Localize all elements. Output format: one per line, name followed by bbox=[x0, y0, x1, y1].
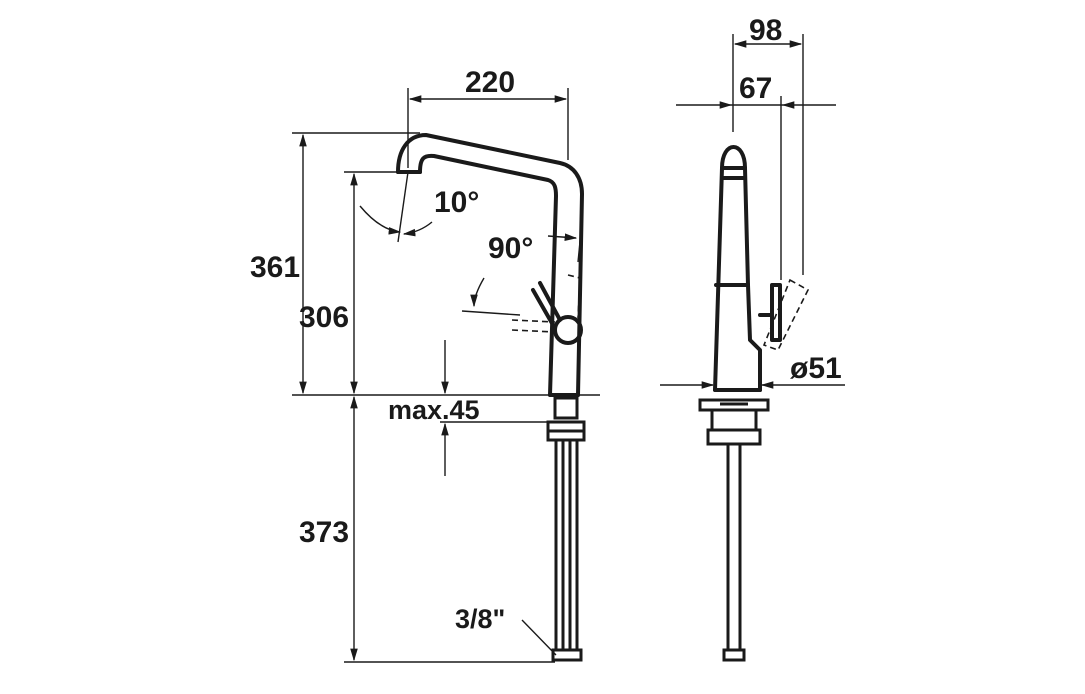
side-faucet-body bbox=[698, 145, 810, 662]
lever-angle-label: 90° bbox=[488, 232, 533, 265]
base-diameter-label: ø51 bbox=[790, 352, 842, 385]
side-view: 98 67 ø51 bbox=[660, 14, 845, 662]
spout-angle-label: 10° bbox=[434, 186, 479, 219]
front-faucet-body bbox=[396, 133, 586, 662]
hose-length-label: 373 bbox=[299, 516, 349, 549]
side-dimensions bbox=[660, 34, 845, 389]
width-label: 220 bbox=[465, 66, 515, 99]
connection-label: 3/8" bbox=[455, 604, 505, 634]
overall-depth-label: 98 bbox=[749, 14, 782, 47]
spout-depth-label: 67 bbox=[739, 72, 772, 105]
front-dimensions bbox=[292, 88, 600, 663]
front-view: 220 361 306 10° 90° max.45 373 3/8" bbox=[250, 66, 600, 663]
deck-thickness-label: max.45 bbox=[388, 395, 480, 425]
total-height-label: 361 bbox=[250, 251, 300, 284]
spout-height-label: 306 bbox=[299, 301, 349, 334]
